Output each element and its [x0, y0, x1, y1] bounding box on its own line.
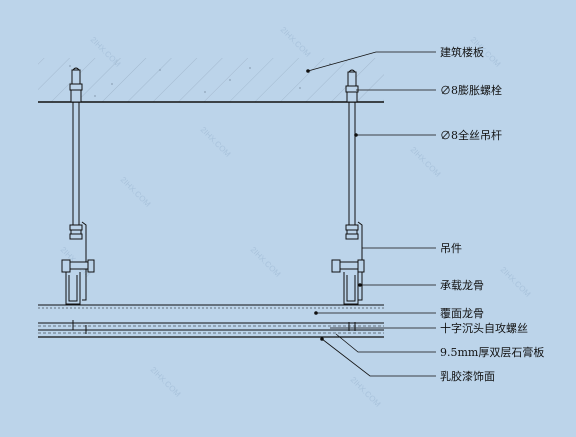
watermark: 2IHX.COM [279, 25, 313, 59]
label-paint: 乳胶漆饰面 [440, 369, 495, 383]
watermark: 2IHX.COM [349, 375, 383, 409]
watermark: 2IHX.COM [119, 175, 153, 209]
label-cover-keel: 覆面龙骨 [440, 307, 484, 320]
label-expansion-bolt: ∅8膨胀螺栓 [440, 83, 502, 97]
label-slab: 建筑楼板 [440, 45, 484, 59]
label-hanger: 吊件 [440, 242, 462, 255]
right-hanger-assembly [331, 69, 365, 305]
label-main-keel: 承载龙骨 [440, 279, 484, 292]
label-screw: 十字沉头自攻螺丝 [440, 321, 528, 335]
cover-keel [38, 304, 384, 309]
screws [72, 320, 356, 334]
watermark: 2IHX.COM [409, 145, 443, 179]
watermark: 2IHX.COM [199, 125, 233, 159]
watermark: 2IHX.COM [149, 365, 183, 399]
label-gypsum-board: 9.5mm厚双层石膏板 [440, 345, 544, 359]
gypsum-board [38, 322, 384, 338]
watermark: 2IHX.COM [249, 245, 283, 279]
label-rod: ∅8全丝吊杆 [440, 128, 502, 142]
left-hanger-assembly [61, 67, 95, 305]
watermark: 2IHX.COM [499, 265, 533, 299]
leader-lines [306, 51, 436, 377]
callout-labels: 建筑楼板 ∅8膨胀螺栓 ∅8全丝吊杆 吊件 承载龙骨 覆面龙骨 十字沉头自攻螺丝… [440, 45, 544, 383]
concrete-slab [38, 58, 384, 103]
